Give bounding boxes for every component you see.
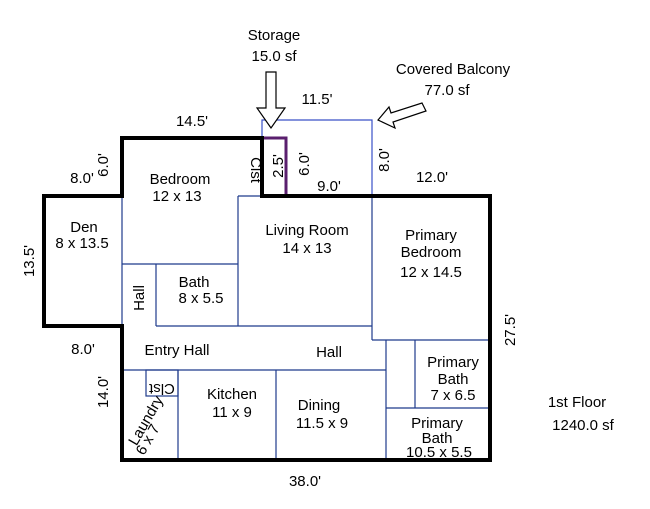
dim-top-left: 14.5' xyxy=(176,113,208,130)
dim-den-height: 13.5' xyxy=(21,245,38,277)
room-closet-kitchen: Clst xyxy=(148,380,175,397)
dim-right-side: 27.5' xyxy=(502,314,519,346)
room-hall-left: Hall xyxy=(131,285,148,311)
room-dining-name: Dining xyxy=(298,397,341,414)
room-kitchen-name: Kitchen xyxy=(207,386,257,403)
balcony-arrow xyxy=(377,102,427,130)
dim-entry-width: 8.0' xyxy=(71,341,95,358)
room-primary-bath-lower-dims: 10.5 x 5.5 xyxy=(406,444,472,461)
dim-balcony-side: 8.0' xyxy=(376,148,393,172)
dim-storage-height: 6.0' xyxy=(296,152,313,176)
floor-name: 1st Floor xyxy=(548,394,606,411)
dim-storage-width: 2.5' xyxy=(270,154,287,178)
room-den-name: Den xyxy=(70,219,98,236)
interior-walls xyxy=(121,195,490,460)
dim-left-notch-height: 6.0' xyxy=(95,153,112,177)
room-primary-bath-lower-name-2: Bath xyxy=(422,430,453,447)
floor-area: 1240.0 sf xyxy=(552,417,615,434)
room-primary-bath-upper-name-2: Bath xyxy=(438,371,469,388)
room-entry-hall: Entry Hall xyxy=(144,342,209,359)
room-primary-bedroom-dims: 12 x 14.5 xyxy=(400,264,462,281)
room-bath-dims: 8 x 5.5 xyxy=(178,290,223,307)
room-bedroom-dims: 12 x 13 xyxy=(152,188,201,205)
storage-label: Storage xyxy=(248,27,301,44)
room-bath-name: Bath xyxy=(179,274,210,291)
room-primary-bath-lower-name-1: Primary xyxy=(411,415,463,432)
room-primary-bath-upper-name-1: Primary xyxy=(427,354,479,371)
room-bedroom-name: Bedroom xyxy=(150,171,211,188)
dim-right-top: 12.0' xyxy=(416,169,448,186)
room-primary-bedroom-name-2: Bedroom xyxy=(401,244,462,261)
balcony-label: Covered Balcony xyxy=(396,61,511,78)
room-den-dims: 8 x 13.5 xyxy=(55,235,108,252)
room-kitchen-dims: 11 x 9 xyxy=(212,404,252,421)
room-primary-bath-upper-dims: 7 x 6.5 xyxy=(430,387,475,404)
dim-left-notch-width: 8.0' xyxy=(70,170,94,187)
exterior-walls xyxy=(42,136,492,462)
storage-arrow xyxy=(255,71,287,130)
room-living-name: Living Room xyxy=(265,222,348,239)
dim-balcony-depth: 9.0' xyxy=(317,178,341,195)
room-living-dims: 14 x 13 xyxy=(282,240,331,257)
dim-lower-left: 14.0' xyxy=(95,376,112,408)
storage-area: 15.0 sf xyxy=(251,48,297,65)
room-closet-top: Clst xyxy=(247,157,264,184)
room-primary-bedroom-name-1: Primary xyxy=(405,227,457,244)
balcony-area: 77.0 sf xyxy=(424,82,470,99)
dim-balcony-width: 11.5' xyxy=(302,91,333,108)
room-hall-center: Hall xyxy=(316,344,342,361)
room-dining-dims: 11.5 x 9 xyxy=(296,415,348,432)
dim-bottom: 38.0' xyxy=(289,473,321,490)
